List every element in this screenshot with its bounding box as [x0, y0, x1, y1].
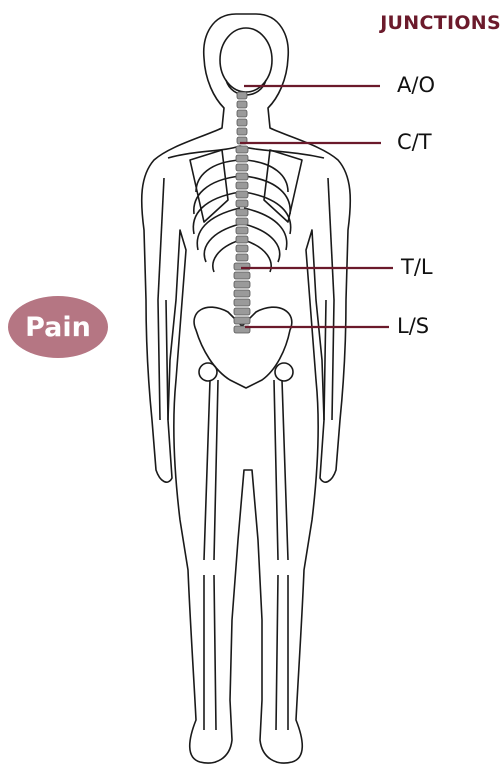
vertebra: [236, 146, 248, 153]
pain-badge: Pain: [8, 296, 108, 358]
junction-label-ao: A/O: [397, 73, 435, 97]
vertebra: [236, 254, 248, 261]
vertebra: [234, 281, 250, 288]
right-tibia: [276, 575, 288, 730]
vertebra: [237, 101, 247, 108]
left-humerus: [158, 178, 164, 300]
vertebra: [234, 290, 250, 297]
spine: [234, 92, 250, 333]
vertebra: [234, 299, 250, 306]
vertebra: [234, 317, 250, 324]
right-femur: [274, 380, 288, 560]
right-forearm: [324, 300, 334, 420]
vertebra: [236, 155, 248, 162]
vertebra: [236, 164, 248, 171]
vertebra: [236, 236, 248, 243]
vertebra: [236, 227, 248, 234]
left-femur: [204, 380, 218, 560]
vertebra: [237, 119, 247, 126]
vertebra: [234, 308, 250, 315]
right-scapula: [264, 150, 302, 222]
vertebra: [237, 128, 247, 135]
junctions-heading: JUNCTIONS: [380, 12, 501, 34]
vertebra: [236, 200, 248, 207]
pain-badge-label: Pain: [25, 312, 91, 343]
left-hip-joint: [199, 363, 217, 381]
skull: [220, 28, 272, 92]
vertebra: [234, 272, 250, 279]
right-humerus: [328, 178, 334, 300]
junction-label-tl: T/L: [401, 255, 433, 279]
vertebra: [236, 173, 248, 180]
junction-label-ct: C/T: [397, 130, 432, 154]
left-forearm: [158, 300, 168, 420]
vertebra: [236, 218, 248, 225]
vertebra: [236, 209, 248, 216]
vertebra: [236, 245, 248, 252]
vertebra: [237, 110, 247, 117]
right-hip-joint: [275, 363, 293, 381]
pointer-lines: [240, 86, 393, 327]
junction-label-ls: L/S: [397, 314, 429, 338]
left-tibia: [204, 575, 216, 730]
vertebra: [236, 191, 248, 198]
vertebra: [236, 182, 248, 189]
vertebra: [237, 92, 247, 99]
